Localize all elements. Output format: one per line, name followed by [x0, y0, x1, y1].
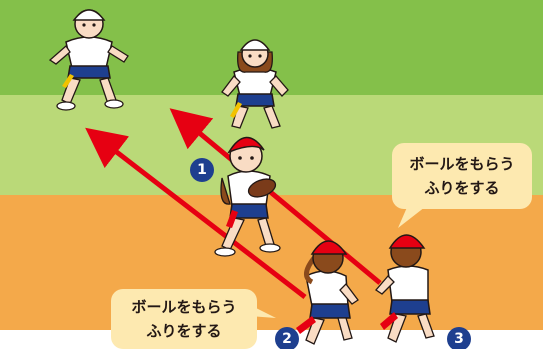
receiver-player-2: [296, 240, 359, 345]
receiver-player-3: [375, 234, 435, 343]
defender-player-left: [48, 9, 129, 111]
field-zone-near: [0, 195, 543, 330]
callout-text-left: ボールをもらう ふりをする: [131, 298, 237, 340]
run-arrow-right: [169, 108, 382, 285]
player-number-badge-3: 3: [447, 327, 471, 349]
run-arrow-left: [85, 127, 307, 299]
ball-carrier-player: [214, 136, 281, 257]
player-number-badge-2: 2: [275, 327, 299, 349]
callout-tail-right: [398, 205, 425, 228]
callout-text-right: ボールをもらう ふりをする: [409, 155, 515, 197]
player-number-badge-1: 1: [190, 158, 214, 182]
callout-fake-receive-left: ボールをもらう ふりをする: [111, 289, 257, 349]
callout-fake-receive-right: ボールをもらう ふりをする: [392, 143, 532, 209]
defender-player-middle: [221, 39, 289, 129]
